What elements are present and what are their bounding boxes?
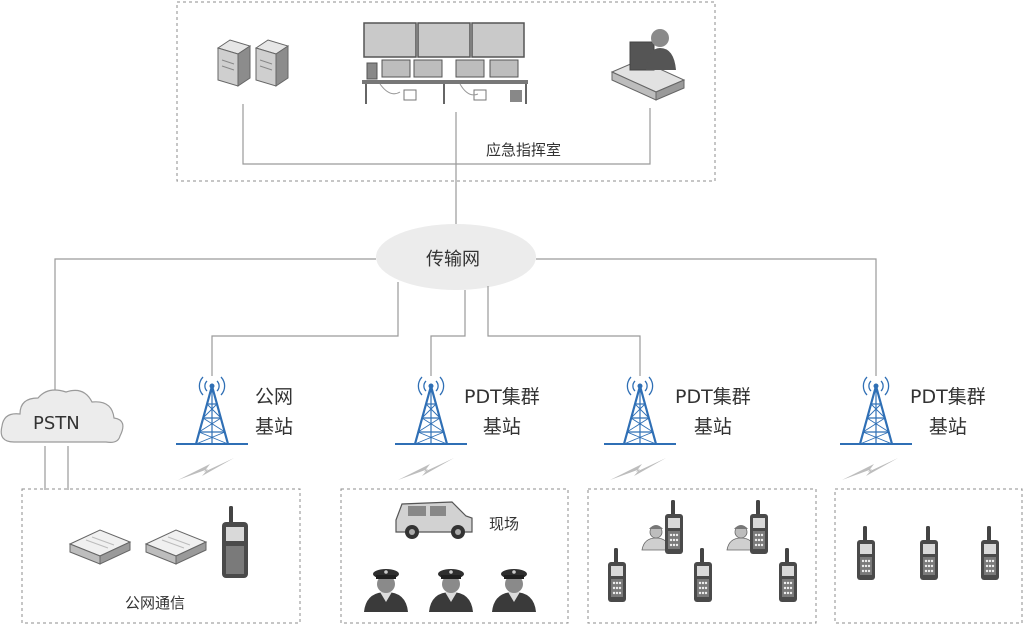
pstn-label: PSTN	[33, 413, 80, 434]
base-station-label: 公网基站	[255, 386, 294, 438]
radio-icon	[981, 526, 999, 580]
tower-icon	[602, 375, 678, 446]
tower-icon	[174, 375, 250, 446]
tower-icon	[393, 375, 469, 446]
wireless-signal-icon	[842, 458, 898, 480]
radio-icon	[665, 500, 683, 554]
modem-icon	[145, 529, 207, 565]
pstn-cloud	[0, 389, 124, 443]
monitor-wall-icon	[362, 22, 528, 104]
radio-icon	[857, 526, 875, 580]
server-icon	[217, 39, 289, 87]
tower-icon	[838, 375, 914, 446]
operator-icon	[610, 29, 686, 101]
public-comm-label: 公网通信	[125, 594, 186, 612]
radio-icon	[694, 548, 712, 602]
radio-icon	[779, 548, 797, 602]
base-station-label: PDT集群基站	[910, 386, 986, 438]
public-comm-box	[21, 488, 301, 624]
radio-icon	[750, 500, 768, 554]
base-station-label: PDT集群基站	[464, 386, 540, 438]
pdt-terminal-box	[834, 488, 1023, 624]
radio-icon	[920, 526, 938, 580]
command-room-box	[176, 1, 716, 182]
wireless-signal-icon	[398, 458, 454, 480]
radio-icon	[222, 506, 248, 578]
transport-network-label: 传输网	[426, 249, 480, 270]
officer-icon	[429, 569, 473, 612]
officer-icon	[364, 569, 408, 612]
officer-icon	[492, 569, 536, 612]
scene-box	[340, 488, 569, 624]
command-room-label: 应急指挥室	[486, 141, 562, 159]
base-station-label: PDT集群基站	[675, 386, 751, 438]
wireless-signal-icon	[178, 458, 234, 480]
wireless-signal-icon	[610, 458, 666, 480]
radio-icon	[608, 548, 626, 602]
scene-label: 现场	[489, 515, 520, 533]
room-bus-line	[242, 104, 651, 165]
transport-network-node	[376, 224, 536, 290]
link-lines	[44, 258, 877, 490]
vehicle-icon	[395, 501, 473, 539]
pdt-terminal-box	[587, 488, 817, 624]
modem-icon	[69, 529, 131, 565]
